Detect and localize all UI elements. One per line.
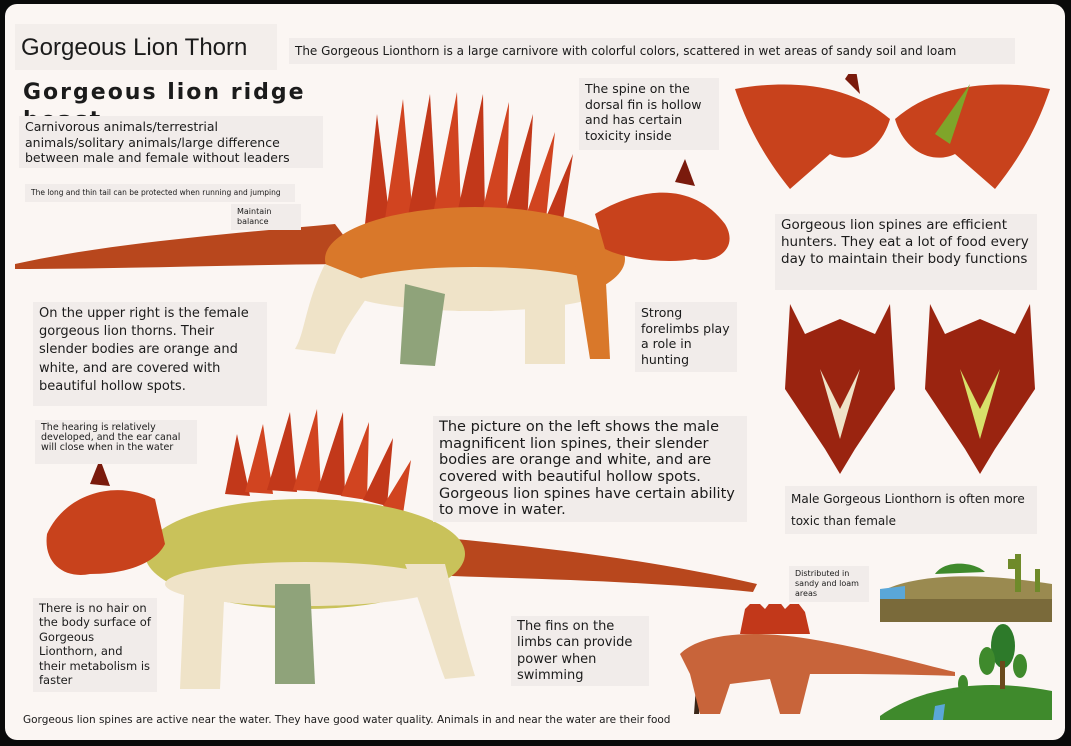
habitat-wetland-illustration	[880, 624, 1052, 720]
hearing-note: The hearing is relatively developed, and…	[35, 420, 197, 464]
scale-comparison-illustration	[680, 604, 955, 714]
distribution-note: Distributed in sandy and loam areas	[789, 566, 869, 602]
tail-note: The long and thin tail can be protected …	[25, 184, 295, 202]
intro-text: The Gorgeous Lionthorn is a large carniv…	[289, 38, 1015, 64]
water-habitat-note: Gorgeous lion spines are active near the…	[23, 714, 671, 726]
male-head-front-views	[785, 304, 1035, 474]
female-dorsal-fin	[365, 92, 573, 234]
female-creature-illustration	[15, 92, 730, 366]
forelimb-note: Strong forelimbs play a role in hunting	[635, 302, 737, 372]
male-head	[46, 490, 165, 575]
female-tail	[15, 224, 365, 269]
female-head-side-views	[735, 74, 1050, 189]
hunter-note: Gorgeous lion spines are efficient hunte…	[775, 214, 1037, 290]
male-hindleg	[405, 564, 475, 679]
female-description: On the upper right is the female gorgeou…	[33, 302, 267, 406]
male-tail	[405, 534, 757, 592]
page-title: Gorgeous Lion Thorn	[15, 24, 277, 70]
female-hindleg	[295, 264, 375, 354]
toxicity-note: Male Gorgeous Lionthorn is often more to…	[785, 486, 1037, 534]
fins-note: The fins on the limbs can provide power …	[511, 616, 649, 686]
page-subtitle: Gorgeous lion ridge beast	[23, 80, 306, 133]
male-dorsal-fin	[225, 409, 411, 514]
female-foreleg	[525, 284, 565, 364]
female-head	[595, 192, 730, 261]
hair-note: There is no hair on the body surface of …	[33, 598, 157, 692]
male-foreleg	[180, 574, 225, 689]
balance-note: Maintain balance	[231, 204, 301, 230]
habitat-sandy-loam-illustration	[880, 554, 1052, 622]
spine-note: The spine on the dorsal fin is hollow an…	[579, 78, 719, 150]
classification-text: Carnivorous animals/terrestrial animals/…	[19, 116, 323, 168]
reference-sheet: Gorgeous Lion Thorn Gorgeous lion ridge …	[5, 4, 1065, 740]
male-creature-illustration	[46, 409, 757, 689]
male-description: The picture on the left shows the male m…	[433, 416, 747, 522]
